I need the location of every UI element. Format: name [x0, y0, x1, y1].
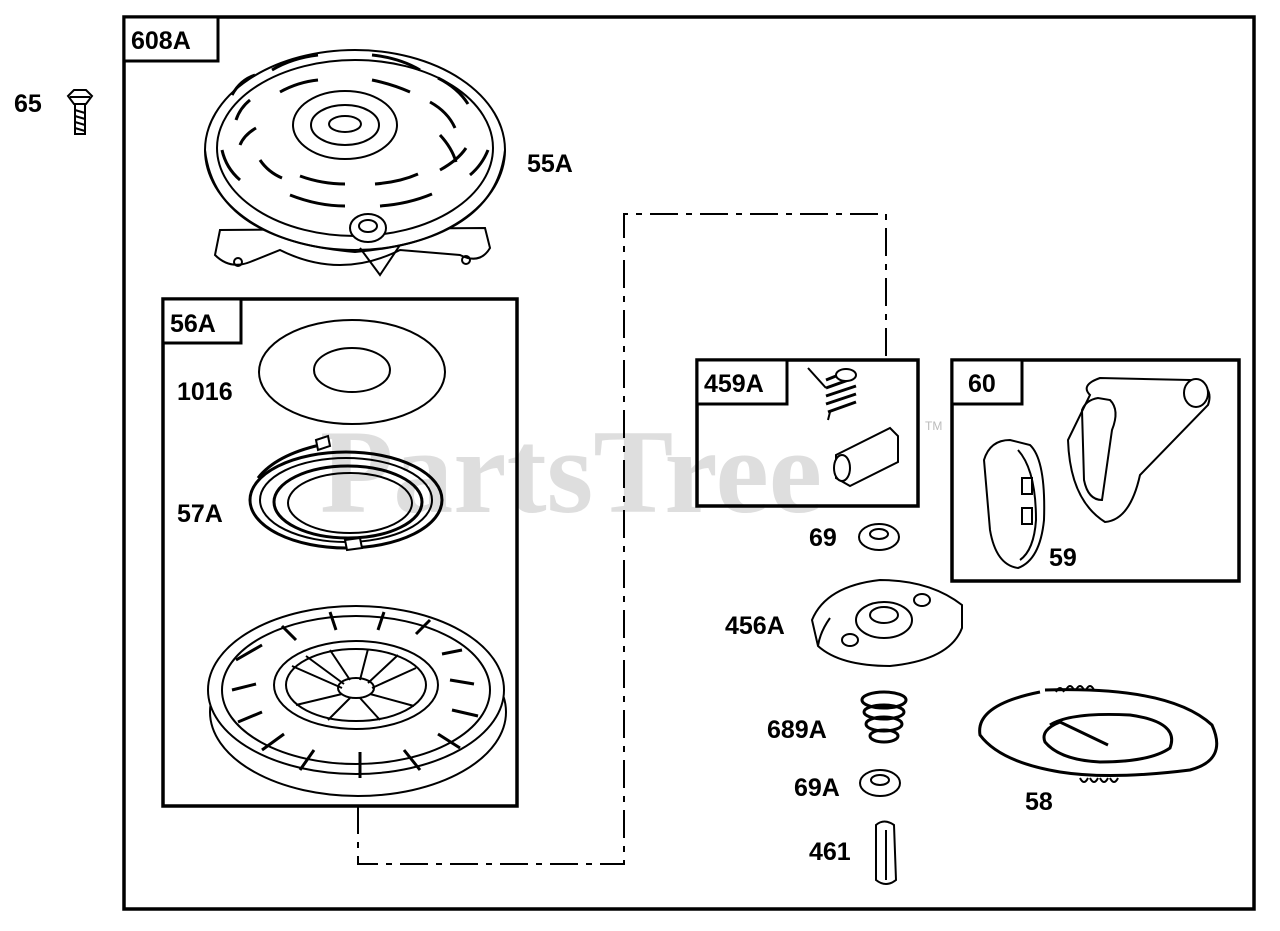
starter-pulley: [207, 605, 507, 797]
washer-69: [858, 523, 900, 551]
pawl: [833, 426, 899, 488]
connector-line: [357, 213, 887, 865]
assembly-459a-frame: [695, 358, 920, 508]
callout-58: 58: [1025, 788, 1053, 816]
assembly-60-tag: [950, 358, 1024, 406]
assembly-608a-frame: [122, 15, 1256, 911]
spring-689a: [860, 690, 908, 744]
starter-handle: [1066, 376, 1211, 524]
assembly-56a-frame: [161, 297, 519, 808]
starter-housing-55a: [204, 49, 506, 277]
watermark-trademark: TM: [925, 419, 942, 433]
watermark: PartsTree: [320, 405, 822, 538]
starter-rope-58: [978, 685, 1219, 783]
assembly-60-frame: [950, 358, 1241, 583]
assembly-56a-label: 56A: [170, 310, 216, 338]
callout-1016: 1016: [177, 378, 233, 406]
callout-55a: 55A: [527, 150, 573, 178]
assembly-60-label: 60: [968, 370, 996, 398]
bolt-65: [66, 89, 94, 135]
retainer-456a: [810, 578, 963, 668]
pin-461: [875, 820, 898, 885]
washer-69a: [859, 769, 901, 797]
washer-1016: [258, 319, 446, 425]
pawl-spring: [807, 367, 857, 421]
assembly-459a-label: 459A: [704, 370, 764, 398]
callout-59: 59: [1049, 544, 1077, 572]
handle-insert-59: [982, 438, 1046, 570]
callout-57a: 57A: [177, 500, 223, 528]
callout-65: 65: [14, 90, 42, 118]
callout-69a: 69A: [794, 774, 840, 802]
callout-69: 69: [809, 524, 837, 552]
callout-689a: 689A: [767, 716, 827, 744]
callout-456a: 456A: [725, 612, 785, 640]
recoil-spring-57a: [248, 434, 444, 552]
assembly-608a-label: 608A: [131, 27, 191, 55]
assembly-459a-tag: [695, 358, 789, 406]
assembly-608a-tag: [122, 15, 220, 63]
callout-461: 461: [809, 838, 851, 866]
assembly-56a-tag: [161, 297, 243, 345]
